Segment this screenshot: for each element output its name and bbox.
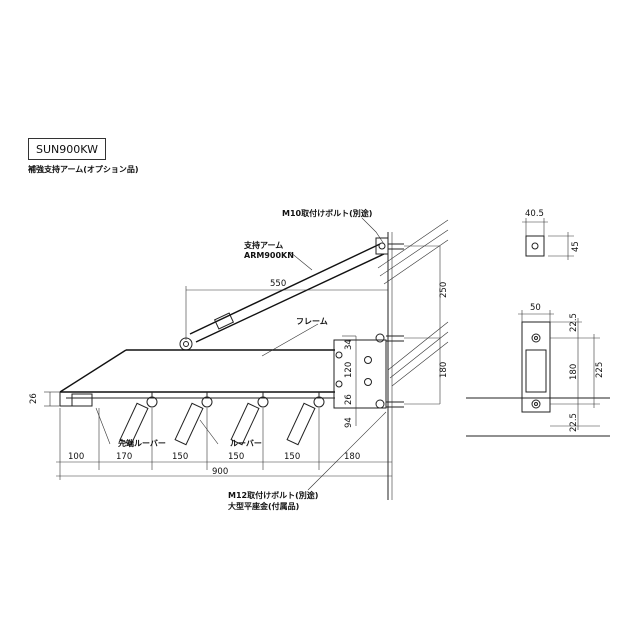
frame xyxy=(59,333,440,409)
dim-side-180: 180 xyxy=(569,364,579,380)
dim-22-5-top: 22.5 xyxy=(569,313,579,332)
label-louver: ルーバー xyxy=(230,439,262,448)
subtitle: 補強支持アーム(オプション品) xyxy=(28,165,139,174)
wall-structure xyxy=(377,219,449,500)
support-arm xyxy=(179,237,440,351)
louvers xyxy=(119,392,325,446)
louver-2 xyxy=(174,392,213,446)
louver-1 xyxy=(119,392,158,446)
dim-225: 225 xyxy=(595,362,605,378)
dim-45: 45 xyxy=(571,241,581,252)
dim-26-left: 26 xyxy=(29,393,39,404)
dim-94: 94 xyxy=(344,417,354,428)
dimension-values: 550 250 34 120 26 94 180 26 100 170 150 … xyxy=(29,209,605,477)
label-washer: 大型平座金(付属品) xyxy=(228,501,299,511)
dim-150-b: 150 xyxy=(228,452,244,462)
dim-150-a: 150 xyxy=(172,452,188,462)
annotations: M10取付けボルト(別途) 支持アーム ARM900KN フレーム 先端ルーバー… xyxy=(118,208,372,511)
dim-34: 34 xyxy=(344,339,354,350)
louver-4 xyxy=(286,392,325,446)
dim-180-vertical: 180 xyxy=(439,362,449,378)
dim-550: 550 xyxy=(270,279,286,289)
dim-50: 50 xyxy=(530,303,541,313)
dim-250: 250 xyxy=(439,282,449,298)
dimension-lines xyxy=(44,246,441,480)
label-arm-name: 支持アーム xyxy=(243,240,283,250)
dim-150-c: 150 xyxy=(284,452,300,462)
dim-100: 100 xyxy=(68,452,84,462)
louver-3 xyxy=(230,392,269,446)
label-bolt-m12: M12取付けボルト(別途) xyxy=(228,490,318,500)
dim-40-5: 40.5 xyxy=(525,209,544,219)
dim-900: 900 xyxy=(212,467,228,477)
dim-120: 120 xyxy=(344,362,354,378)
leader-lines xyxy=(95,217,387,491)
dim-22-5-bottom: 22.5 xyxy=(569,413,579,432)
dim-170: 170 xyxy=(116,452,132,462)
model-title-box: SUN900KW xyxy=(28,138,106,160)
dim-180-bottom: 180 xyxy=(344,452,360,462)
label-arm-code: ARM900KN xyxy=(244,251,294,260)
label-frame: フレーム xyxy=(296,317,328,326)
model-title: SUN900KW xyxy=(36,142,98,156)
label-bolt-m10: M10取付けボルト(別途) xyxy=(282,208,372,218)
side-view xyxy=(466,218,610,437)
dim-26-right: 26 xyxy=(344,394,354,405)
label-tip-louver: 先端ルーバー xyxy=(118,438,166,448)
